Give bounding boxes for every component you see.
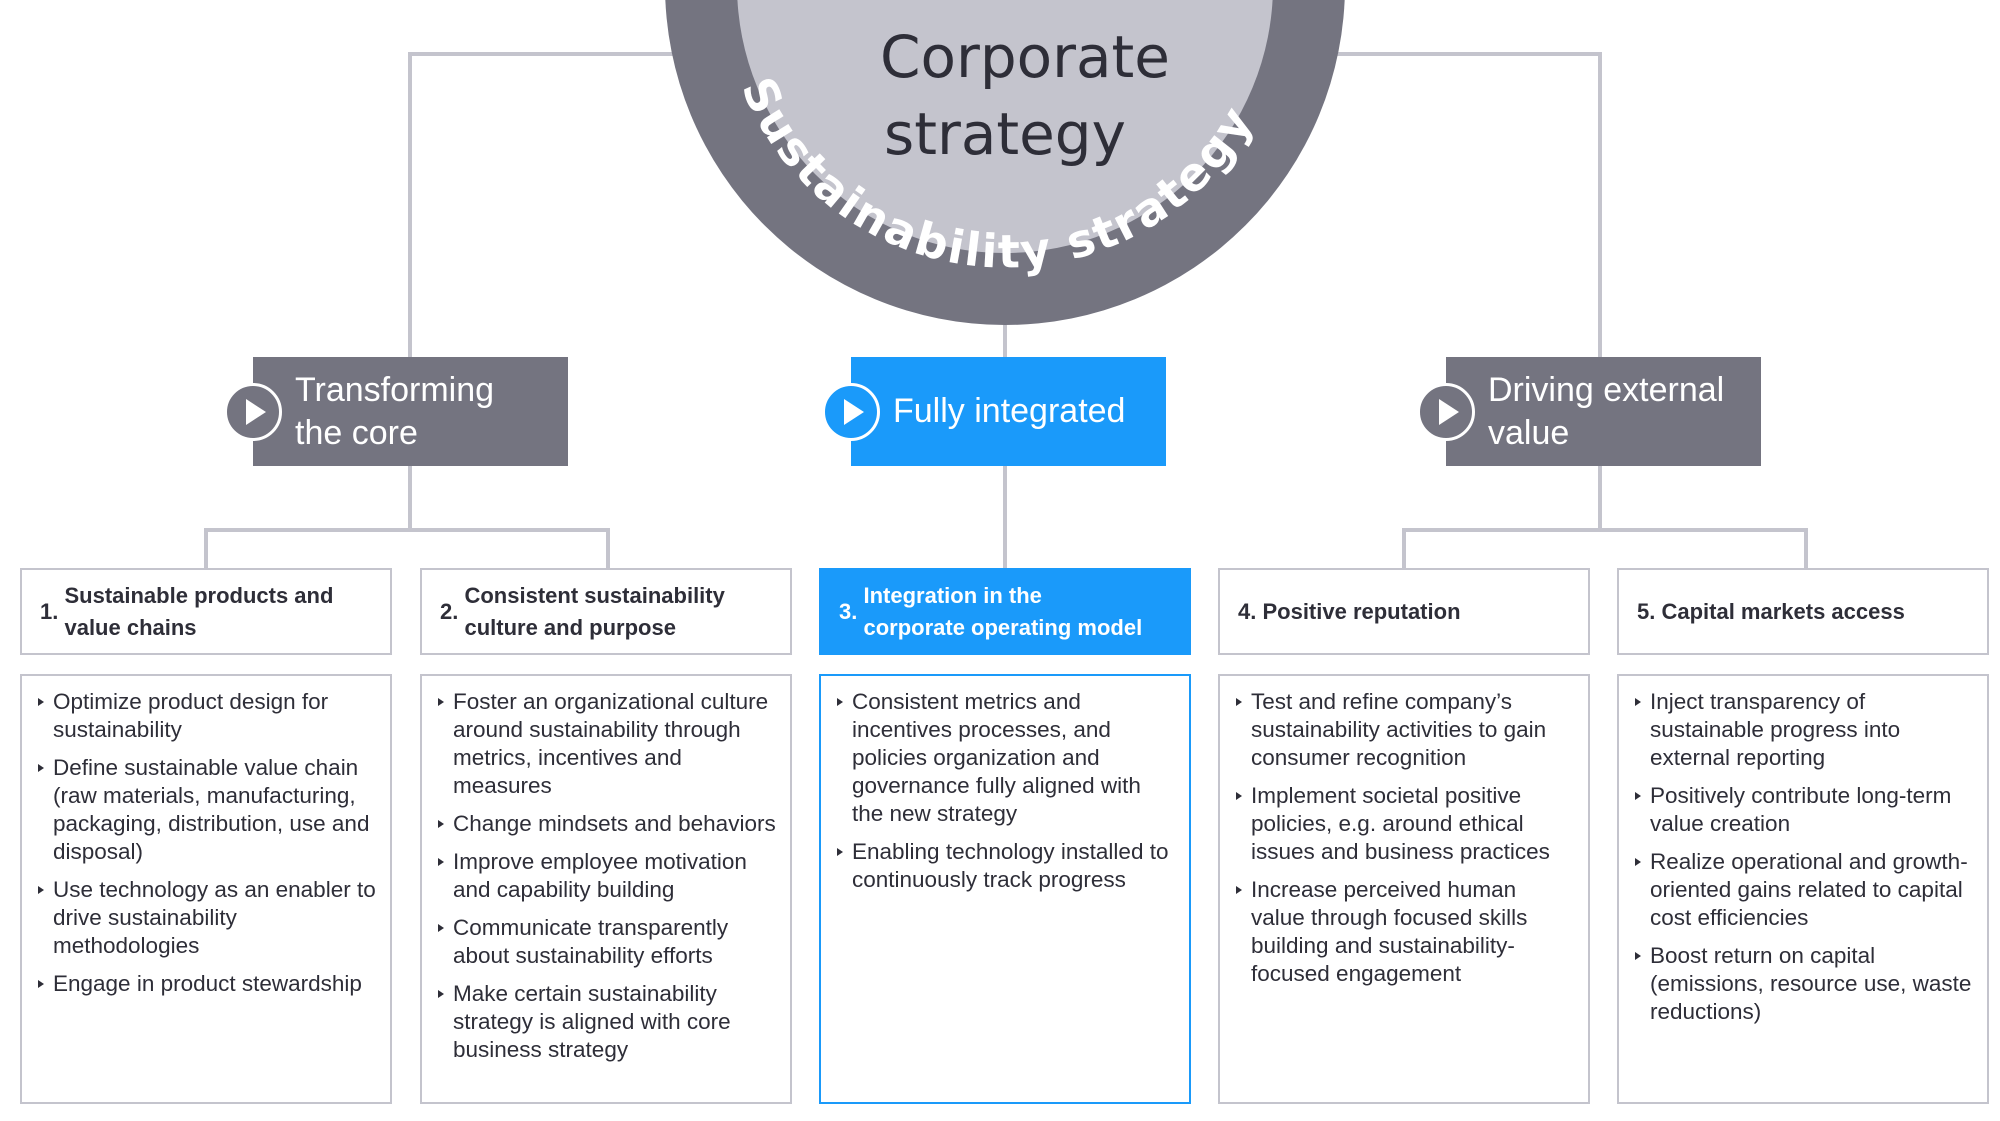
play-icon[interactable] — [822, 383, 880, 441]
hub-driving-external-value[interactable]: Driving external value — [1417, 357, 1761, 466]
list-item: Optimize product design for sustainabili… — [36, 688, 378, 744]
list-item: Consistent metrics and incentives proces… — [835, 688, 1177, 828]
center-title-line2: strategy — [884, 100, 1126, 168]
column-body-2: Foster an organizational culture around … — [420, 674, 792, 1104]
list-item: Implement societal positive policies, e.… — [1234, 782, 1576, 866]
list-item: Foster an organizational culture around … — [436, 688, 778, 800]
list-item: Make certain sustainability strategy is … — [436, 980, 778, 1064]
play-icon[interactable] — [224, 383, 282, 441]
list-item: Improve employee motivation and capabili… — [436, 848, 778, 904]
hub-transforming-core[interactable]: Transforming the core — [224, 357, 568, 466]
column-body-4: Test and refine company’s sustainability… — [1218, 674, 1590, 1104]
column-body-5: Inject transparency of sustainable progr… — [1617, 674, 1989, 1104]
column-header-5: 5. Capital markets access — [1617, 568, 1989, 655]
list-item: Engage in product stewardship — [36, 970, 378, 998]
hub-label: Driving external value — [1488, 370, 1725, 452]
hub-label: Fully integrated — [893, 392, 1126, 430]
column-header-4: 4. Positive reputation — [1218, 568, 1590, 655]
list-item: Positively contribute long-term value cr… — [1633, 782, 1975, 838]
list-item: Communicate transparently about sustaina… — [436, 914, 778, 970]
list-item: Realize operational and growth-oriented … — [1633, 848, 1975, 932]
play-icon[interactable] — [1417, 383, 1475, 441]
list-item: Use technology as an enabler to drive su… — [36, 876, 378, 960]
list-item: Inject transparency of sustainable progr… — [1633, 688, 1975, 772]
list-item: Boost return on capital (emissions, reso… — [1633, 942, 1975, 1026]
list-item: Increase perceived human value through f… — [1234, 876, 1576, 988]
column-body-3: Consistent metrics and incentives proces… — [819, 674, 1191, 1104]
strategy-circle: Sustainability strategy — [665, 0, 1345, 325]
list-item: Test and refine company’s sustainability… — [1234, 688, 1576, 772]
list-item: Enabling technology installed to continu… — [835, 838, 1177, 894]
center-title-line1: Corporate — [880, 23, 1170, 91]
list-item: Change mindsets and behaviors — [436, 810, 778, 838]
column-body-1: Optimize product design for sustainabili… — [20, 674, 392, 1104]
hub-fully-integrated[interactable]: Fully integrated — [822, 357, 1166, 466]
hub-label: Transforming the core — [295, 370, 495, 452]
list-item: Define sustainable value chain (raw mate… — [36, 754, 378, 866]
